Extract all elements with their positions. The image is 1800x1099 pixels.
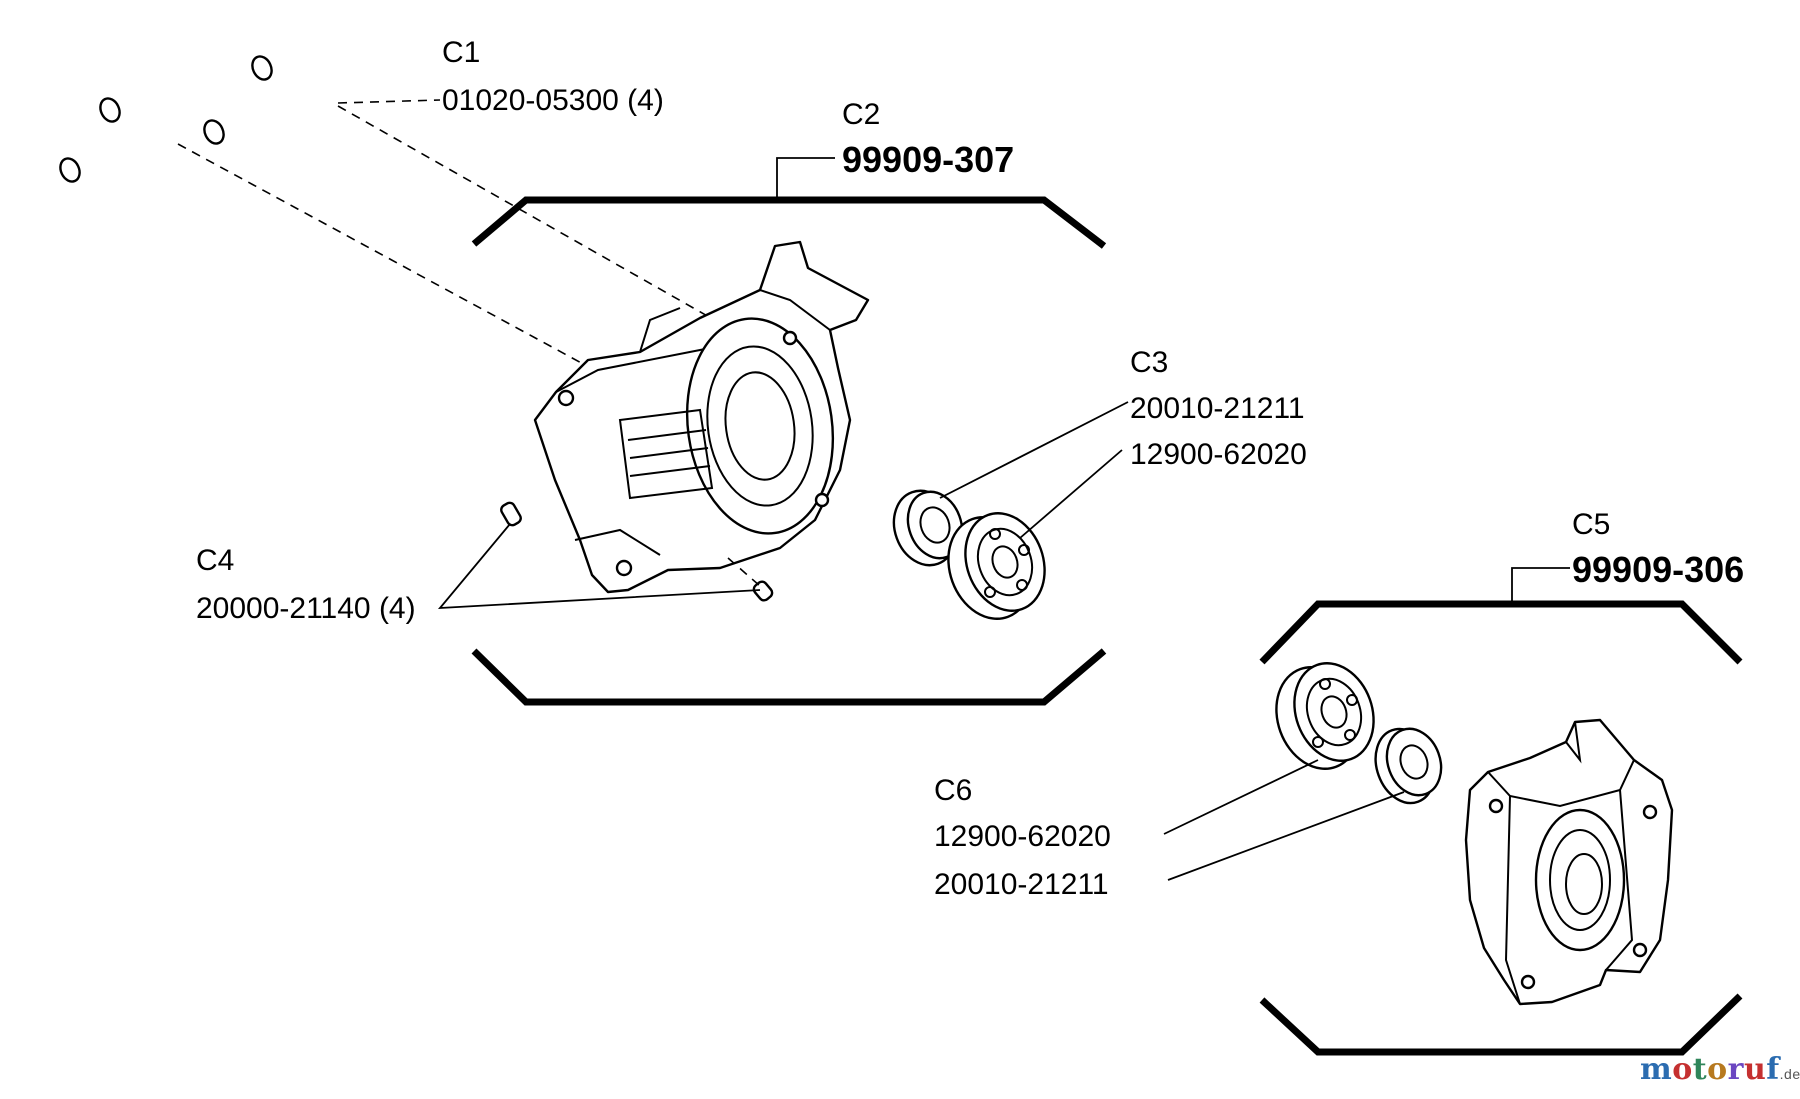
leader-c3-seal [939, 401, 1129, 499]
dowel-pin-c4-a [500, 501, 522, 527]
watermark-letter: f [1766, 1052, 1780, 1087]
leader-c3-bearing [1019, 449, 1123, 539]
leader-c6-seal [1167, 791, 1405, 881]
label-c2-part-number: 99909-307 [842, 139, 1014, 180]
leader-c4 [437, 523, 761, 610]
label-c1-ref: C1 [442, 36, 480, 69]
label-c1-part-number: 01020-05300 (4) [442, 84, 664, 117]
label-c4-part-number: 20000-21140 (4) [196, 592, 416, 625]
label-c5-part-number: 99909-306 [1572, 549, 1744, 590]
assembly-line-2 [177, 143, 599, 373]
label-c3-ref: C3 [1130, 346, 1168, 379]
label-c3-part-number-1: 20010-21211 [1130, 392, 1305, 425]
crankcase-c5 [1464, 718, 1674, 1006]
label-c2-ref: C2 [842, 98, 880, 131]
assembly-line-pin [727, 557, 761, 587]
leader-c2 [776, 157, 835, 198]
screw-c1-a [251, 55, 336, 106]
bracket-c5-bottom [1259, 993, 1743, 1056]
bracket-c5-top [1259, 600, 1743, 665]
label-c5-ref: C5 [1572, 508, 1610, 541]
screw-c1-b [99, 97, 180, 146]
leader-c6-bearing [1163, 759, 1319, 835]
watermark-logo: motoruf.de [1640, 1052, 1800, 1087]
watermark-letter: o [1707, 1052, 1728, 1087]
watermark-letter: r [1727, 1052, 1744, 1087]
label-c6-ref: C6 [934, 774, 972, 807]
watermark-suffix: .de [1779, 1066, 1800, 1082]
screw-c1-c [203, 119, 284, 172]
label-c4-ref: C4 [196, 544, 234, 577]
screw-c1-d [59, 157, 142, 210]
watermark-letter: t [1692, 1052, 1708, 1087]
bearing-c3 [947, 512, 1046, 620]
crankcase-c2 [533, 240, 870, 594]
label-c6-part-number-1: 12900-62020 [934, 820, 1111, 853]
leader-c5 [1511, 567, 1570, 602]
assembly-line-1 [337, 105, 726, 327]
oil-seal-c3 [892, 489, 964, 567]
bracket-c2-top [471, 196, 1107, 249]
watermark-letter: o [1672, 1052, 1693, 1087]
watermark-letter: m [1640, 1052, 1673, 1087]
watermark-letter: u [1743, 1052, 1767, 1087]
leader-c1 [337, 99, 441, 104]
oil-seal-c6 [1374, 727, 1443, 805]
bearing-c6 [1275, 662, 1375, 770]
bracket-c2-bottom [471, 648, 1107, 706]
label-c3-part-number-2: 12900-62020 [1130, 438, 1307, 471]
label-c6-part-number-2: 20010-21211 [934, 868, 1109, 901]
